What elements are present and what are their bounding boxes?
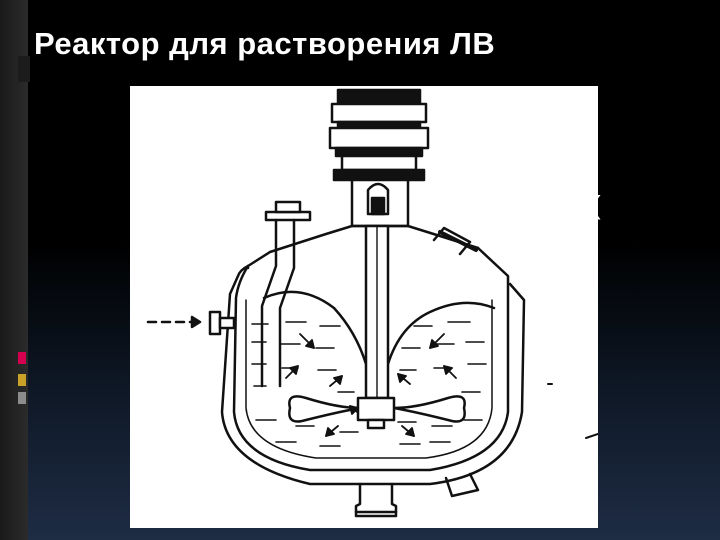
inlet-nozzle (146, 310, 236, 336)
accent-block-gray (18, 392, 26, 404)
drive-motor-stack (328, 88, 430, 228)
partial-glyph: ( (592, 190, 601, 220)
feed-pipe (260, 200, 312, 388)
left-decor-strip (0, 0, 28, 540)
accent-block-gold (18, 374, 26, 386)
impeller (288, 395, 466, 430)
vent-nozzle (432, 226, 478, 256)
reactor-diagram (130, 86, 598, 528)
bottom-outlet (354, 472, 480, 518)
accent-block-pink (18, 352, 26, 364)
liquid-hatching (251, 321, 487, 447)
agitator-shaft (364, 224, 390, 400)
mixing-reactor-icon (146, 88, 598, 518)
slide-title: Реактор для растворения ЛВ (34, 26, 496, 61)
inner-vessel (232, 246, 510, 472)
accent-block-dark (18, 56, 30, 82)
liquid-surface (262, 290, 496, 366)
